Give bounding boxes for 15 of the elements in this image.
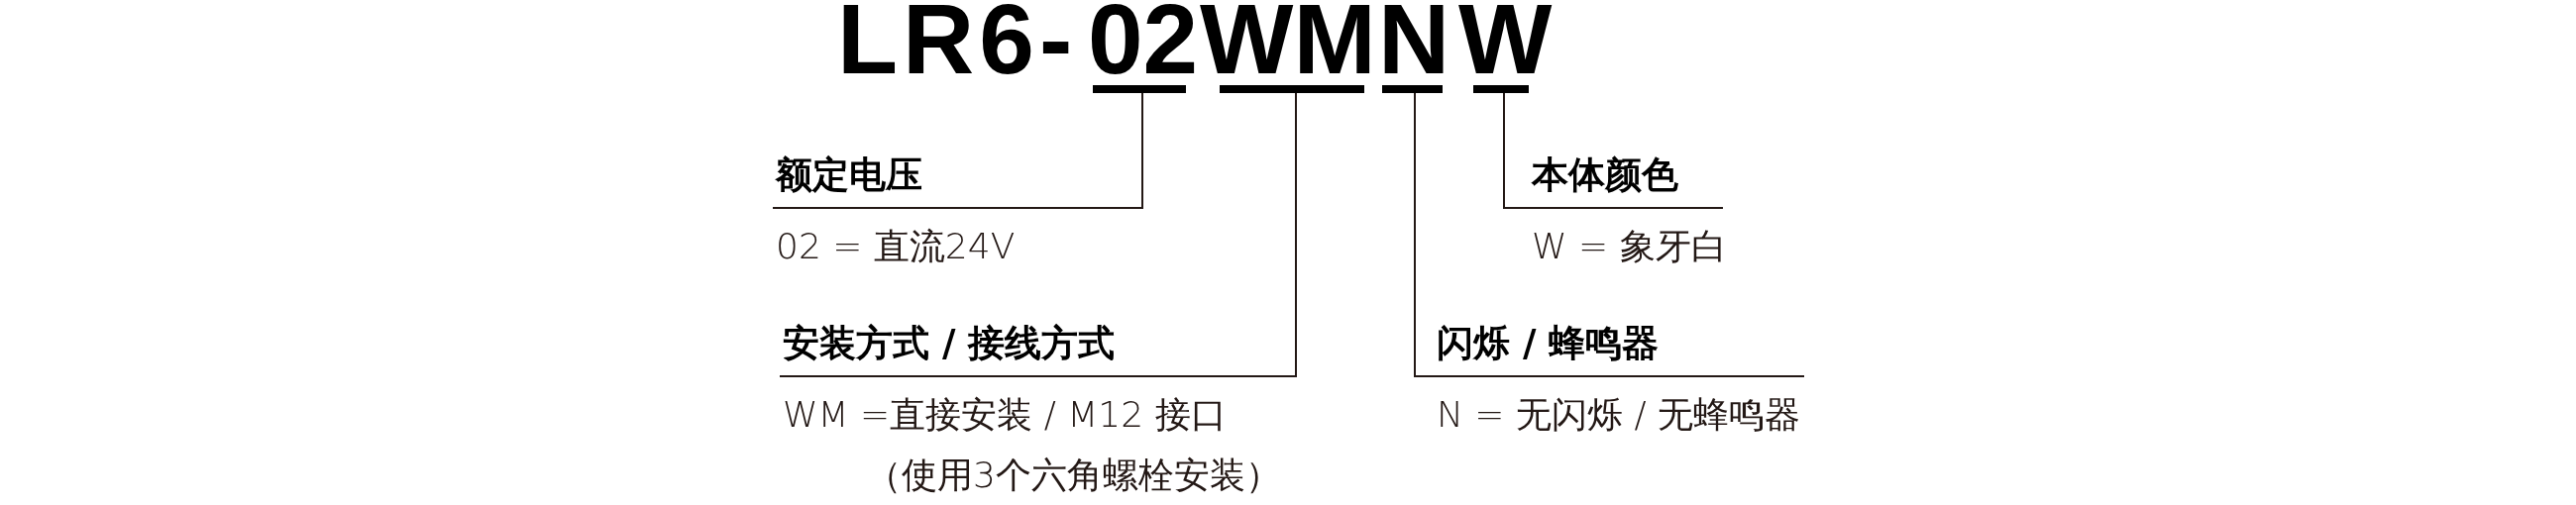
spec-note: （使用3个六角螺栓安装） [866, 454, 1281, 497]
spec-heading: 闪烁 / 蜂鸣器 [1414, 322, 1804, 377]
spec-value: 02 = 直流24V [776, 225, 1016, 268]
spec-heading: 额定电压 [773, 153, 1143, 209]
leader-line [1503, 92, 1505, 154]
model-code-prefix: LR6- [837, 2, 1078, 76]
model-code-segment: W [1458, 2, 1553, 93]
leader-line [1414, 92, 1416, 323]
leader-line [1141, 92, 1143, 154]
spec-value: N = 无闪烁 / 无蜂鸣器 [1437, 393, 1800, 437]
spec-heading: 本体颜色 [1503, 153, 1723, 209]
spec-heading: 安装方式 / 接线方式 [780, 322, 1297, 377]
leader-line [1295, 92, 1297, 323]
spec-value: WM =直接安装 / M12 接口 [783, 393, 1227, 437]
spec-value: W = 象牙白 [1532, 225, 1727, 268]
